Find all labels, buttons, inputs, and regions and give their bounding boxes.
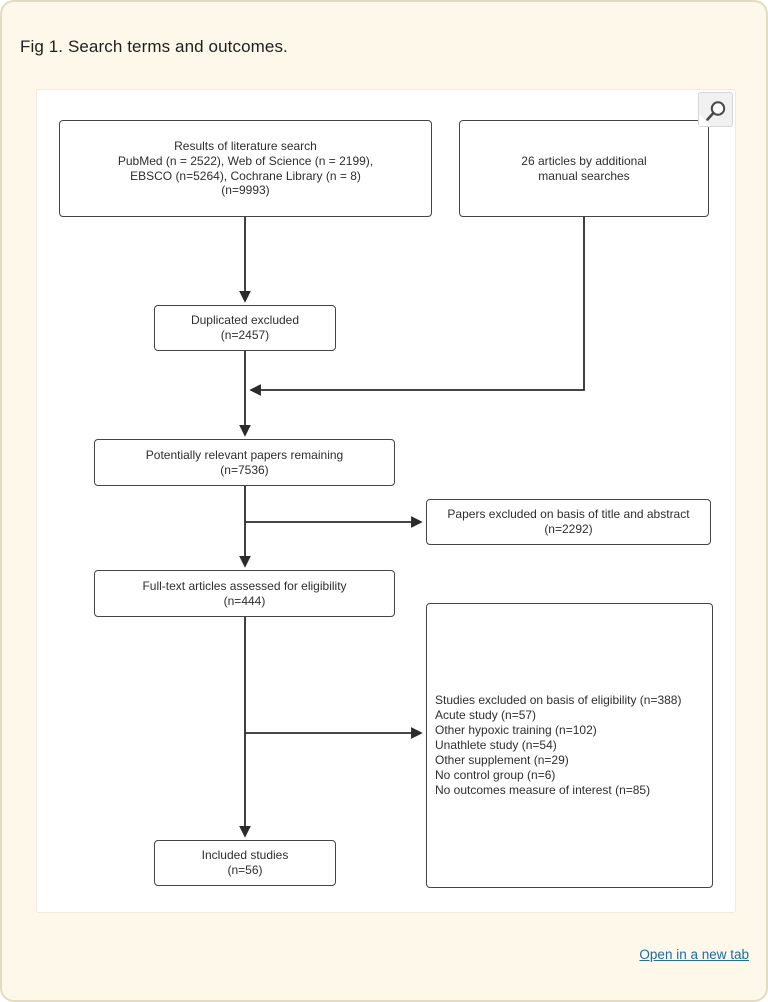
figure-title: Fig 1. Search terms and outcomes. <box>20 37 288 56</box>
zoom-button[interactable] <box>698 92 733 127</box>
open-in-new-tab-link[interactable]: Open in a new tab <box>639 947 749 962</box>
flow-box-fulltext-assessed: Full-text articles assessed for eligibil… <box>94 570 395 617</box>
flow-box-title-abstract-excluded: Papers excluded on basis of title and ab… <box>426 499 711 545</box>
flow-box-relevant-papers: Potentially relevant papers remaining (n… <box>94 439 395 486</box>
arrow-manual-to-mainline <box>249 217 585 396</box>
flow-box-eligibility-excluded: Studies excluded on basis of eligibility… <box>426 603 713 888</box>
flow-box-duplicates-excluded: Duplicated excluded (n=2457) <box>154 305 336 351</box>
page-curl <box>699 114 711 126</box>
flow-box-manual-searches: 26 articles by additional manual searche… <box>459 120 709 217</box>
figure-panel: Results of literature search PubMed (n =… <box>37 90 735 912</box>
flow-box-literature-search: Results of literature search PubMed (n =… <box>59 120 432 217</box>
flow-box-included-studies: Included studies (n=56) <box>154 840 336 886</box>
